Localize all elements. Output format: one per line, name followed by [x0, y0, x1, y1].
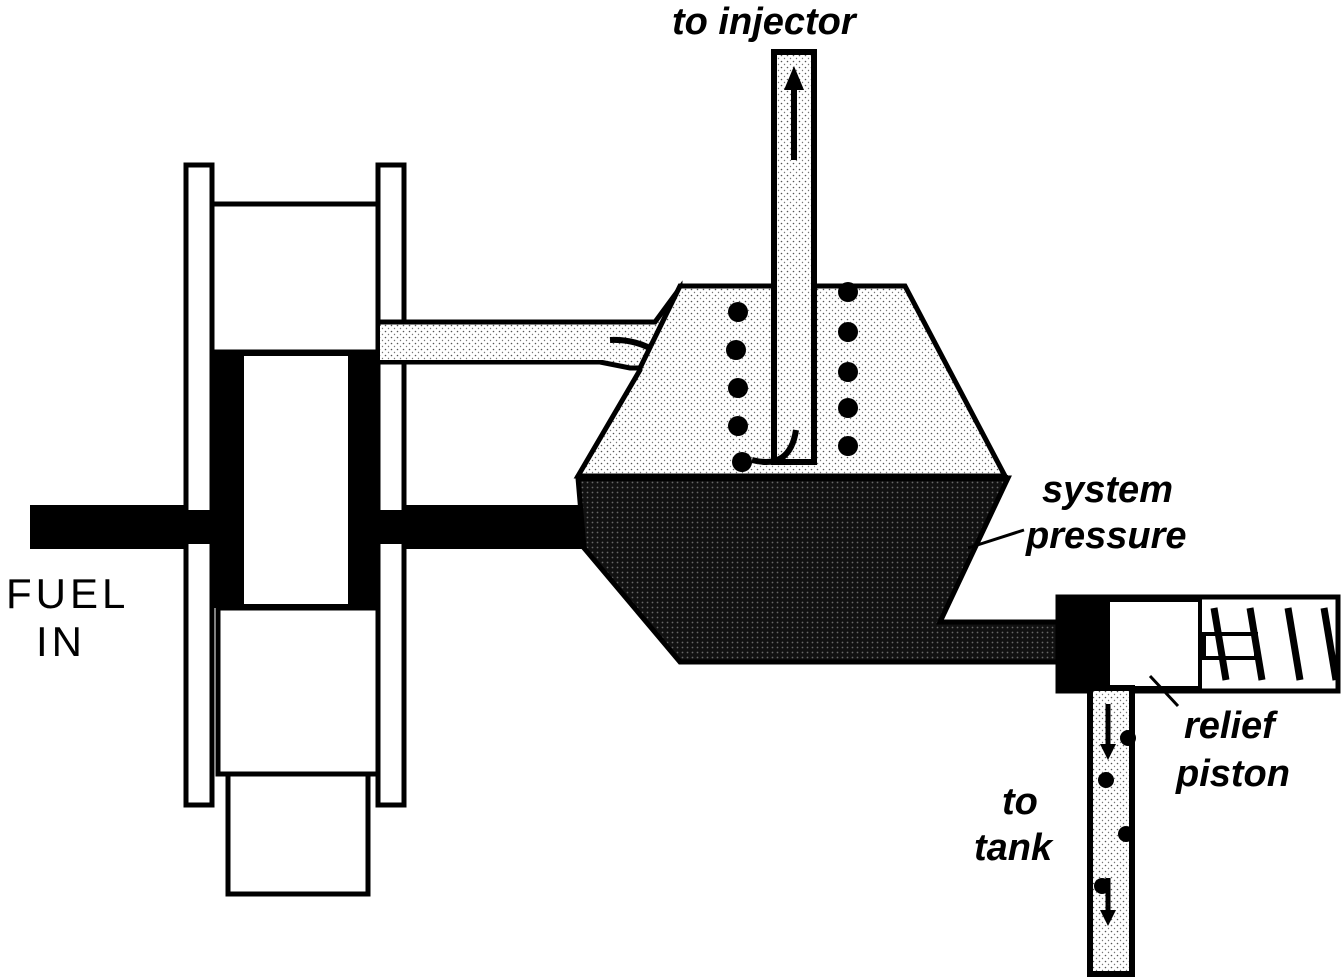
spring-seat — [1202, 632, 1258, 660]
label-fuel-in-1: FUEL — [6, 570, 129, 617]
label-relief-piston-1: relief — [1184, 705, 1278, 747]
pump-flange-right — [375, 162, 407, 808]
label-system-pressure-2: pressure — [1025, 515, 1187, 557]
relief-piston — [1106, 598, 1202, 690]
pump-upper-housing — [209, 201, 381, 355]
label-relief-piston-2: piston — [1175, 753, 1290, 795]
system-pressure-leader — [967, 528, 1025, 550]
label-fuel-in-2: IN — [36, 618, 86, 665]
relief-spring — [1210, 607, 1340, 681]
injector-pipe — [751, 49, 817, 465]
label-system-pressure-1: system — [1042, 469, 1173, 511]
pump-lower-housing — [215, 605, 381, 777]
system-pressure-chamber — [575, 475, 1063, 665]
pump-rotor — [244, 356, 348, 604]
pump-outlet-line — [404, 505, 584, 549]
fuel-droplets-right — [838, 282, 858, 456]
return-line — [1087, 685, 1136, 977]
label-to-tank-1: to — [1002, 781, 1038, 823]
fuel-droplets-left — [726, 302, 752, 472]
relief-valve-pressure-cavity — [1058, 597, 1108, 691]
pump-bottom-cap — [225, 771, 371, 897]
label-to-injector: to injector — [672, 1, 858, 43]
flow-arrow-hook — [751, 429, 799, 465]
pump-assembly — [30, 162, 407, 897]
relief-valve — [1055, 594, 1341, 708]
label-to-tank-2: tank — [974, 827, 1054, 869]
pump-flange-left — [183, 162, 215, 808]
